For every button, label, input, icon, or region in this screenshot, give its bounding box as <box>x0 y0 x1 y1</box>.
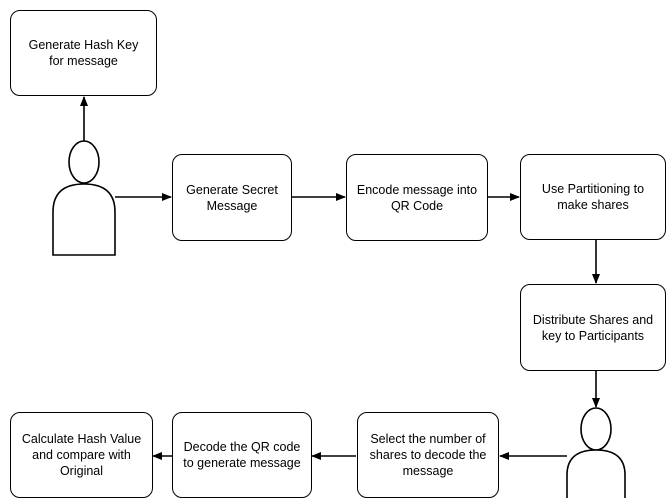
node-hash-compare: Calculate Hash Value and compare with Or… <box>10 412 153 498</box>
sender-actor-icon <box>52 140 116 256</box>
node-label: Use Partitioning to make shares <box>541 182 645 212</box>
node-label: Calculate Hash Value and compare with Or… <box>21 432 142 478</box>
node-select-shares: Select the number of shares to decode th… <box>357 412 499 498</box>
node-generate-hash-key: Generate Hash Key for message <box>10 10 157 96</box>
node-label: Generate Secret Message <box>186 182 278 213</box>
node-generate-secret-message: Generate Secret Message <box>172 154 292 241</box>
node-encode-qr: Encode message into QR Code <box>346 154 488 241</box>
node-label: Generate Hash Key for message <box>28 38 139 68</box>
node-label: Distribute Shares and key to Participant… <box>532 312 654 343</box>
node-partitioning: Use Partitioning to make shares <box>520 154 666 240</box>
receiver-actor-icon <box>566 407 626 498</box>
node-decode-qr: Decode the QR code to generate message <box>172 412 312 498</box>
node-distribute-shares: Distribute Shares and key to Participant… <box>520 284 666 371</box>
node-label: Encode message into QR Code <box>356 182 478 213</box>
node-label: Select the number of shares to decode th… <box>369 432 487 478</box>
node-label: Decode the QR code to generate message <box>183 440 301 470</box>
